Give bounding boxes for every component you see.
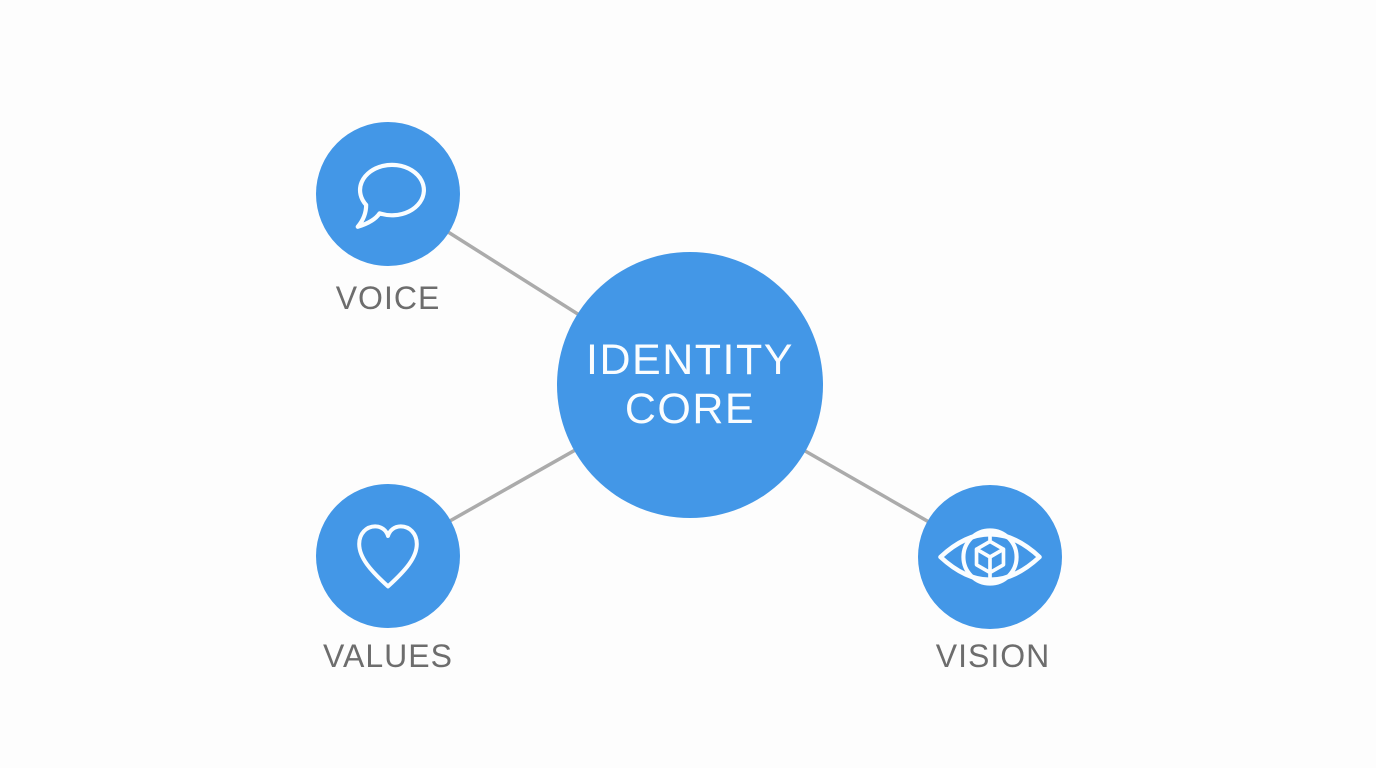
node-voice	[316, 122, 460, 266]
identity-core-label: IDENTITY CORE	[586, 336, 794, 435]
node-vision-label: VISION	[935, 638, 1051, 674]
node-vision	[918, 485, 1062, 629]
node-voice-label: VOICE	[335, 280, 441, 316]
heart-icon	[357, 524, 419, 589]
node-identity-core: IDENTITY CORE	[557, 252, 823, 518]
speech-bubble-icon	[355, 162, 426, 229]
eye-cube-icon	[938, 528, 1042, 586]
identity-core-label-line2: CORE	[624, 385, 756, 433]
identity-core-label-line1: IDENTITY	[586, 335, 794, 384]
node-values	[316, 484, 460, 628]
node-values-label: VALUES	[323, 638, 453, 674]
